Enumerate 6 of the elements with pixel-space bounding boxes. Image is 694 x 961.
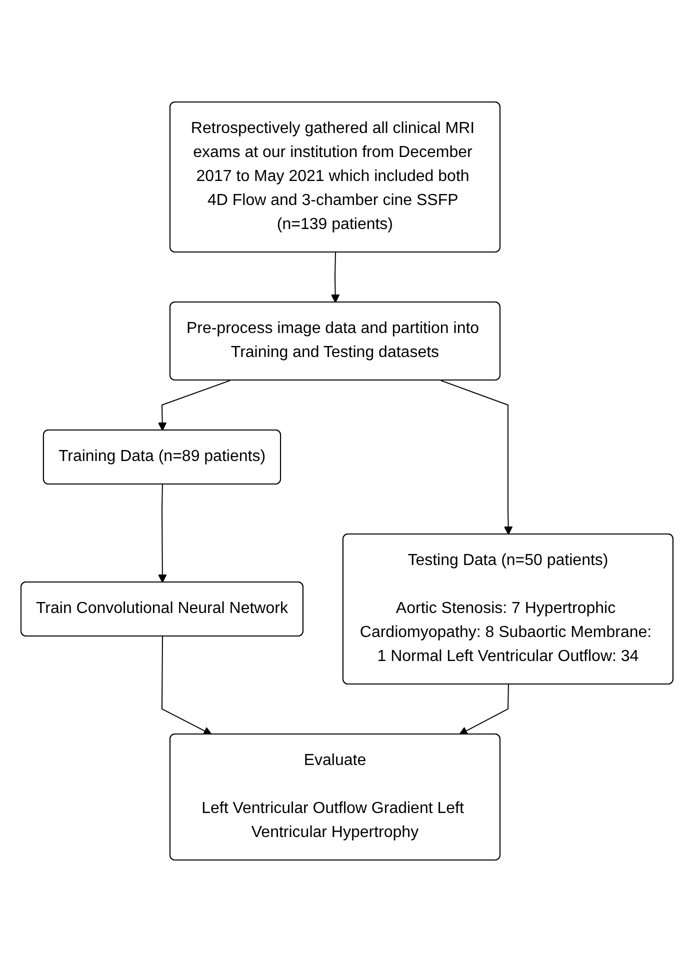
arrow bbox=[162, 636, 212, 734]
arrow bbox=[158, 380, 231, 430]
arrow bbox=[458, 684, 509, 734]
arrow bbox=[158, 484, 167, 582]
arrow bbox=[440, 380, 513, 534]
arrow bbox=[330, 252, 340, 302]
